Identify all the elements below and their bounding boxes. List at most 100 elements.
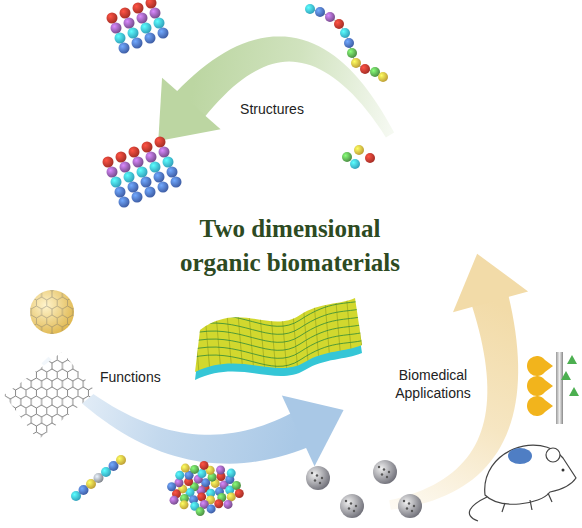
assembly-grid-left [103, 157, 114, 168]
monomer-beads [365, 153, 375, 163]
fullerene [30, 290, 74, 334]
organic-nanosheet [190, 332, 365, 358]
organic-nanosheet [225, 290, 233, 385]
nanoparticles [340, 494, 364, 518]
nanoparticles [311, 472, 313, 474]
organic-nanosheet [313, 290, 321, 385]
tangled-polymer [170, 496, 179, 505]
assembly-grid-left [142, 142, 153, 153]
nanoparticles [355, 505, 357, 507]
assembly-grid-top [150, 8, 161, 19]
assembly-grid-left [171, 177, 182, 188]
polymer-chain [71, 455, 126, 501]
nanoparticles [306, 460, 422, 518]
organic-nanosheet [190, 290, 365, 385]
peptide-chain [325, 12, 335, 22]
organic-nanosheet [190, 300, 365, 326]
tangled-polymer [214, 499, 223, 508]
nanoparticles [345, 500, 347, 502]
tangled-polymer [196, 507, 205, 516]
monomer-beads [350, 159, 360, 169]
assembly-grid-left [159, 147, 170, 158]
arrow-label: Functions [100, 368, 161, 386]
nanoparticles [353, 510, 355, 512]
assembly-grid-top [124, 18, 135, 29]
organic-nanosheet [203, 290, 211, 385]
mouse-model [502, 493, 552, 512]
assembly-grid-top [158, 28, 169, 39]
assembly-grid-left [137, 167, 148, 178]
nanoparticles [388, 471, 390, 473]
assembly-grid-left [129, 147, 140, 158]
organic-nanosheet [302, 290, 310, 385]
assembly-grid-left [111, 177, 122, 188]
nanoparticles [408, 502, 410, 504]
tangled-polymer [232, 481, 241, 490]
organic-nanosheet [190, 316, 365, 342]
biosensor [527, 352, 579, 424]
tangled-polymer [190, 465, 199, 474]
organic-nanosheet [190, 290, 365, 385]
functions-arrow [282, 395, 344, 466]
assembly-grid-left [132, 192, 143, 203]
tangled-polymer [235, 489, 244, 498]
peptide-chain [305, 4, 388, 82]
peptide-chain [305, 4, 315, 14]
assembly-grid-left [103, 137, 182, 208]
biosensor [527, 376, 553, 396]
mouse-model [485, 445, 576, 504]
organic-nanosheet [236, 290, 244, 385]
assembly-grid-left [119, 197, 130, 208]
peptide-chain [344, 38, 354, 48]
tangled-polymer [180, 500, 189, 509]
mouse-model [562, 469, 565, 472]
peptide-chain [347, 48, 357, 58]
nanoparticles [306, 466, 330, 490]
peptide-chain [310, 9, 383, 77]
tangled-polymer [175, 471, 184, 480]
assembly-grid-top [128, 28, 139, 39]
assembly-grid-left [155, 137, 166, 148]
assembly-grid-left [167, 167, 178, 178]
assembly-grid-left [158, 182, 169, 193]
biosensor [567, 355, 577, 364]
organic-nanosheet [190, 340, 365, 366]
mouse-model [508, 448, 532, 464]
assembly-grid-left [120, 162, 131, 173]
nanoparticles [386, 476, 388, 478]
assembly-grid-top [107, 13, 118, 24]
mouse-model [546, 448, 560, 462]
mouse-model [469, 497, 487, 521]
assembly-grid-left [124, 172, 135, 183]
biosensor [527, 356, 553, 376]
nanoparticles [398, 494, 422, 518]
organic-nanosheet [190, 308, 365, 334]
organic-nanosheet [346, 290, 354, 385]
assembly-grid-top [115, 33, 126, 44]
nanoparticles [348, 507, 350, 509]
tangled-polymer [224, 500, 233, 509]
organic-nanosheet [190, 324, 365, 350]
monomer-beads [354, 145, 364, 155]
nanoparticles [381, 473, 383, 475]
arrow-label: Structures [240, 100, 304, 118]
organic-nanosheet [269, 290, 277, 385]
assembly-grid-top [145, 33, 156, 44]
assembly-grid-top [132, 38, 143, 49]
tangled-polymer [167, 461, 244, 516]
nanoparticles [411, 510, 413, 512]
nanoparticles [378, 466, 380, 468]
assembly-grid-top [133, 3, 144, 14]
nanoparticles [321, 477, 323, 479]
assembly-grid-left [107, 167, 118, 178]
fullerene [30, 290, 74, 334]
nanoparticles [314, 479, 316, 481]
tangled-polymer [167, 482, 176, 491]
arrow-label: Biomedical Applications [388, 366, 478, 402]
nanoparticles [350, 502, 352, 504]
tangled-polymer [207, 504, 216, 513]
nanoparticles [403, 500, 405, 502]
assembly-grid-left [150, 162, 161, 173]
peptide-chain [351, 58, 361, 68]
